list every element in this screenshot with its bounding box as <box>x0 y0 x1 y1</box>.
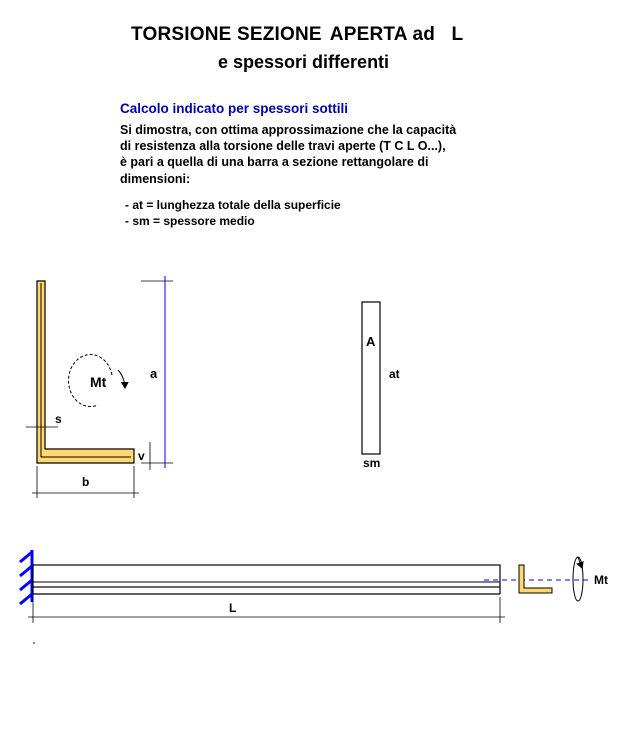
l-profile-inner <box>40 283 131 458</box>
beam-drawing: L Mt <box>19 550 608 623</box>
label-a: a <box>150 366 158 381</box>
label-A: A <box>366 334 376 349</box>
l-profile-outer <box>36 280 135 464</box>
paragraph-line-1: Si dimostra, con ottima approssimazione … <box>120 123 457 137</box>
label-b: b <box>82 475 89 489</box>
l-section-drawing: a v s b Mt <box>26 276 173 498</box>
mt-rotation-arrow <box>68 354 113 408</box>
label-sm: sm <box>363 456 380 470</box>
label-v: v <box>138 449 145 463</box>
title-line-1: TORSIONE SEZIONE APERTA ad L <box>131 24 463 46</box>
paragraph-line-4: dimensioni: <box>120 172 191 186</box>
title-part-1: TORSIONE SEZIONE <box>131 24 322 45</box>
paragraph-line-2: di resistenza alla torsione delle travi … <box>120 139 446 153</box>
label-mt-beam: Mt <box>594 573 608 587</box>
title-line-2: e spessori differenti <box>218 52 390 72</box>
label-L: L <box>229 601 236 615</box>
paragraph-line-3: è pari a quella di una barra a sezione r… <box>120 155 429 169</box>
label-s: s <box>55 412 62 426</box>
label-at: at <box>389 367 400 381</box>
equivalent-rectangle: A at sm <box>361 301 400 470</box>
list-item-at: - at = lunghezza totale della superficie <box>125 198 341 212</box>
title-part-2: APERTA ad L <box>329 24 464 45</box>
list-item-sm: - sm = spessore medio <box>125 214 255 228</box>
label-mt: Mt <box>90 374 107 390</box>
subtitle: Calcolo indicato per spessori sottili <box>120 101 349 116</box>
